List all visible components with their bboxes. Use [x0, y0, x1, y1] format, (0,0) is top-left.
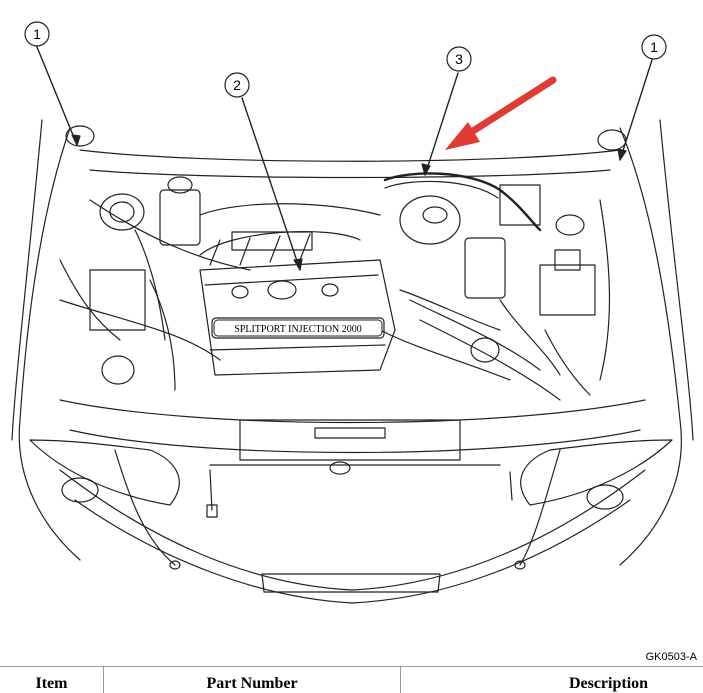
svg-text:1: 1 [33, 26, 41, 42]
fender-right [659, 119, 694, 441]
callout-1-left: 1 [24, 21, 50, 47]
headlamp-right [520, 439, 673, 506]
engine-compartment-diagram: 1 2 3 1 SPLITPORT INJECTION 2000 [11, 21, 694, 604]
svg-text:SPLITPORT INJECTION 2000: SPLITPORT INJECTION 2000 [234, 324, 362, 335]
hood-left-outline [18, 127, 81, 561]
callout-1-right: 1 [641, 34, 667, 60]
callout-3: 3 [446, 46, 472, 72]
svg-text:3: 3 [455, 51, 463, 67]
engine-cover-badge: SPLITPORT INJECTION 2000 [213, 319, 383, 337]
column-header-description: Description [400, 666, 703, 693]
hose-callout-3 [383, 172, 542, 232]
svg-text:1: 1 [650, 39, 658, 55]
callout-2: 2 [224, 72, 250, 98]
table-header-row: Item Part Number Description [0, 666, 703, 693]
license-plate-recess [261, 573, 441, 593]
fender-left [11, 119, 43, 441]
engine-block [199, 259, 396, 376]
headlamp-left [29, 439, 180, 506]
svg-text:2: 2 [233, 77, 241, 93]
figure-code: GK0503-A [645, 651, 697, 663]
hood-right-outline [619, 127, 682, 566]
column-header-item: Item [0, 666, 104, 693]
front-bumper [59, 469, 646, 591]
red-arrow-icon [445, 76, 557, 150]
parts-table: Item Part Number Description [0, 666, 703, 693]
column-header-part-number: Part Number [103, 666, 401, 693]
